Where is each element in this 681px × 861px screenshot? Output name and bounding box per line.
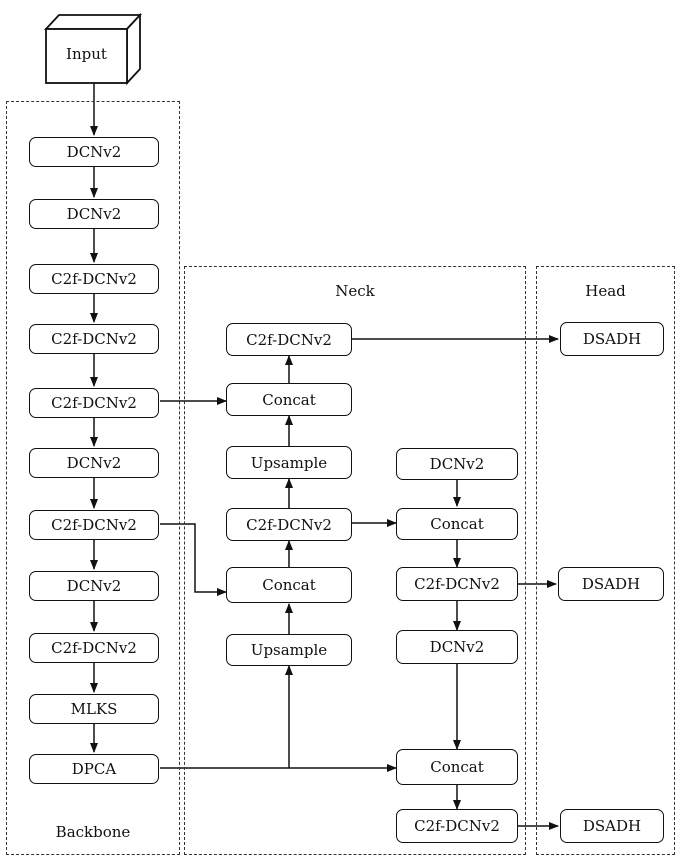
head-dsadh-2: DSADH (558, 567, 664, 601)
neck-dcnv2-right-top: DCNv2 (396, 448, 518, 480)
backbone-dcnv2-1: DCNv2 (29, 137, 159, 167)
backbone-c2f-dcnv2-1: C2f-DCNv2 (29, 264, 159, 294)
neck-c2f-dcnv2-top: C2f-DCNv2 (226, 323, 352, 356)
backbone-dpca: DPCA (29, 754, 159, 784)
input-label: Input (66, 45, 107, 63)
head-dsadh-1: DSADH (560, 322, 664, 356)
backbone-dcnv2-2: DCNv2 (29, 199, 159, 229)
backbone-dcnv2-3: DCNv2 (29, 448, 159, 478)
neck-upsample-bottom: Upsample (226, 634, 352, 666)
neck-dcnv2-right-mid: DCNv2 (396, 630, 518, 664)
edge-b7-to-concat-mid (160, 523, 227, 596)
head-region (536, 266, 675, 855)
neck-concat-right-top: Concat (396, 508, 518, 540)
neck-c2f-dcnv2-mid: C2f-DCNv2 (226, 508, 352, 541)
neck-region (184, 266, 526, 855)
head-label: Head (585, 282, 626, 300)
neck-concat-top: Concat (226, 383, 352, 416)
neck-c2f-dcnv2-right-bottom: C2f-DCNv2 (396, 809, 518, 843)
neck-label: Neck (335, 282, 375, 300)
backbone-label: Backbone (55, 823, 131, 841)
backbone-c2f-dcnv2-2: C2f-DCNv2 (29, 324, 159, 354)
backbone-dcnv2-4: DCNv2 (29, 571, 159, 601)
backbone-mlks: MLKS (29, 694, 159, 724)
backbone-c2f-dcnv2-5: C2f-DCNv2 (29, 633, 159, 663)
backbone-c2f-dcnv2-4: C2f-DCNv2 (29, 510, 159, 540)
input-cube-icon (43, 12, 143, 86)
backbone-region (6, 101, 180, 855)
neck-concat-mid: Concat (226, 567, 352, 603)
neck-upsample-top: Upsample (226, 446, 352, 479)
head-dsadh-3: DSADH (560, 809, 664, 843)
neck-concat-right-bottom: Concat (396, 749, 518, 785)
backbone-c2f-dcnv2-3: C2f-DCNv2 (29, 388, 159, 418)
neck-c2f-dcnv2-right-mid: C2f-DCNv2 (396, 567, 518, 601)
